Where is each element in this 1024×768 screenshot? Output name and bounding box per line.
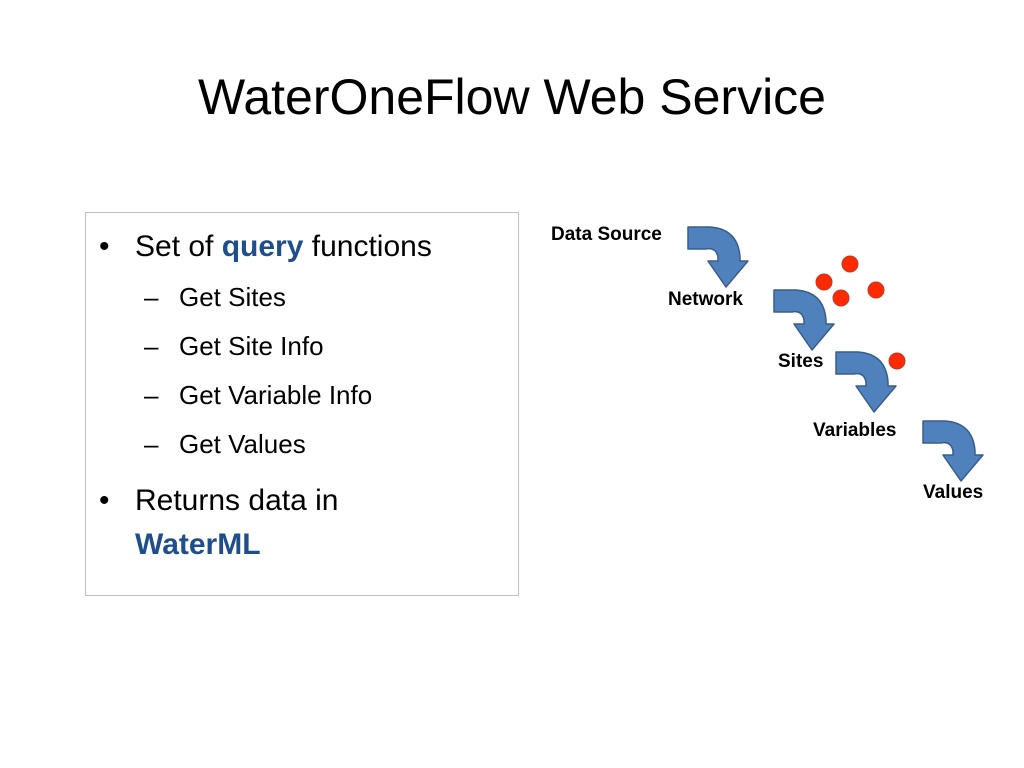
- arrow-sites-variables: [835, 351, 897, 413]
- network-dot: [832, 289, 850, 307]
- dash-glyph: –: [144, 429, 159, 459]
- subitem-label: Get Site Info: [179, 331, 324, 361]
- label-network: Network: [668, 289, 743, 310]
- network-dot: [841, 255, 859, 273]
- bullet-suffix: functions: [303, 230, 432, 263]
- dash-glyph: –: [144, 282, 159, 312]
- bullet-text: Set of query functions: [135, 225, 432, 269]
- dash-glyph: –: [144, 331, 159, 361]
- site-dot: [888, 352, 906, 370]
- label-variables: Variables: [813, 420, 897, 441]
- label-values: Values: [923, 482, 984, 503]
- dash-glyph: –: [144, 380, 159, 410]
- content-box: • Set of query functions – Get Sites – G…: [85, 212, 519, 596]
- slide-title: WaterOneFlow Web Service: [198, 69, 826, 125]
- bullet-glyph: •: [99, 484, 110, 517]
- label-sites: Sites: [778, 351, 824, 372]
- network-dot: [867, 281, 885, 299]
- arrow-datasource-network: [687, 226, 749, 288]
- subitem-label: Get Sites: [179, 282, 286, 312]
- subitem-label: Get Variable Info: [179, 380, 373, 410]
- query-emphasis: query: [221, 230, 304, 263]
- arrow-network-sites: [773, 289, 835, 351]
- bullet-text: Returns data in: [135, 484, 339, 517]
- subitem-label: Get Values: [179, 429, 306, 459]
- waterml-emphasis: WaterML: [135, 528, 261, 561]
- arrow-variables-values: [922, 420, 984, 482]
- label-data-source: Data Source: [551, 224, 662, 245]
- network-dot: [815, 273, 833, 291]
- bullet-prefix: Set of: [135, 230, 222, 263]
- bullet-glyph: •: [99, 230, 110, 263]
